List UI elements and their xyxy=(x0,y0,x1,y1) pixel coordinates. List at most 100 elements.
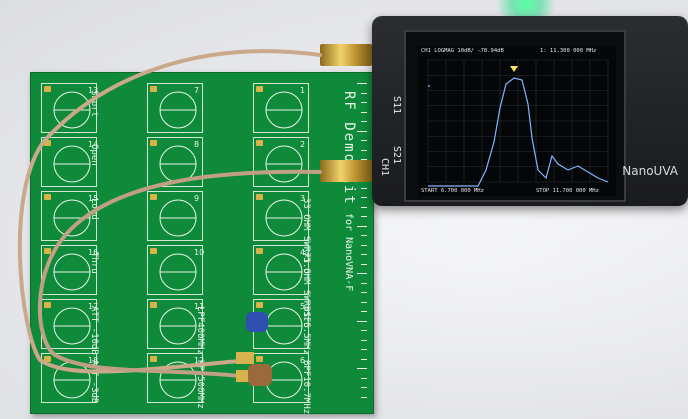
solder-pad xyxy=(44,194,51,200)
ruler-tick xyxy=(361,339,367,341)
board-cell: 1 xyxy=(253,83,309,133)
sma-connector-ch0[interactable] xyxy=(320,44,372,66)
cell-number: 6 xyxy=(300,356,306,365)
cell-number: 7 xyxy=(194,86,200,95)
solder-pad xyxy=(256,194,263,200)
ruler-tick xyxy=(361,149,367,151)
cell-number: 2 xyxy=(300,140,306,149)
cell-number: 16 xyxy=(88,248,99,257)
smith-chart-icon xyxy=(53,91,91,129)
ruler-tick xyxy=(361,301,367,303)
cell-number: 4 xyxy=(300,248,306,257)
capacitor-blue xyxy=(246,312,268,332)
solder-pad xyxy=(44,302,51,308)
ruler-tick xyxy=(361,111,367,113)
cell-number: 18 xyxy=(88,356,99,365)
board-cell: 10 xyxy=(147,245,204,295)
ruler-tick xyxy=(361,282,367,284)
ruler-tick xyxy=(361,197,367,198)
ruler-tick xyxy=(357,130,367,132)
ruler-tick xyxy=(361,292,367,293)
nanovna-device: CH1 LOGMAG 10dB/ -78.94dB 1: 11.300 000 … xyxy=(372,16,688,206)
cell-number: 3 xyxy=(300,194,306,203)
solder-pad xyxy=(150,86,157,92)
solder-pad xyxy=(150,356,157,362)
ruler-tick xyxy=(361,263,367,265)
ruler-tick xyxy=(361,330,367,331)
cell-number: 12 xyxy=(194,356,205,365)
ruler-tick xyxy=(361,244,367,246)
cell-number: 8 xyxy=(194,140,200,149)
solder-pad xyxy=(256,86,263,92)
ruler-tick xyxy=(361,92,367,94)
ruler-tick xyxy=(357,273,367,274)
cell-number: 11 xyxy=(194,302,205,311)
ruler-tick xyxy=(357,368,367,369)
marker-1-icon xyxy=(510,66,518,72)
cell-number: 5 xyxy=(300,302,306,311)
screen-footer-left: START 6.700 000 MHz xyxy=(421,188,484,194)
solder-pad xyxy=(256,356,263,362)
cable-ch1 xyxy=(37,169,322,378)
ruler-tick xyxy=(361,387,367,388)
smith-chart-icon xyxy=(265,145,303,183)
cell-number: 9 xyxy=(194,194,200,203)
ruler-tick xyxy=(361,235,367,236)
board-cell: 7 xyxy=(147,83,203,133)
smith-chart-icon xyxy=(159,199,197,237)
solder-pad xyxy=(256,248,263,254)
cable-ch0 xyxy=(17,49,322,374)
board-cell: 2 xyxy=(253,137,309,187)
ruler-tick xyxy=(361,206,367,208)
ruler-tick xyxy=(361,349,367,350)
smith-chart-icon xyxy=(265,199,303,237)
ruler-tick xyxy=(357,320,367,322)
ruler-tick xyxy=(361,159,367,160)
cell-number: 17 xyxy=(88,302,99,311)
cell-number: 1 xyxy=(300,86,306,95)
trace-plot xyxy=(427,59,609,187)
inductor-brown xyxy=(248,364,272,386)
smith-chart-icon xyxy=(159,253,197,291)
cell-number: 13 xyxy=(88,86,99,95)
cell-number: 15 xyxy=(88,194,99,203)
smith-chart-icon xyxy=(159,307,197,345)
s21-trace xyxy=(428,77,609,187)
solder-pad xyxy=(256,302,263,308)
smith-chart-icon xyxy=(159,361,197,399)
ruler-tick xyxy=(361,254,367,255)
led-glow xyxy=(486,0,566,18)
screen-bezel: CH1 LOGMAG 10dB/ -78.94dB 1: 11.300 000 … xyxy=(404,30,626,202)
vna-screen: CH1 LOGMAG 10dB/ -78.94dB 1: 11.300 000 … xyxy=(418,46,616,196)
solder-pad xyxy=(44,248,51,254)
ruler-tick xyxy=(357,225,367,227)
smith-chart-icon xyxy=(265,91,303,129)
ruler-tick xyxy=(361,187,367,189)
solder-pad xyxy=(44,140,51,146)
ruler-tick xyxy=(361,216,367,217)
screen-footer-right: STOP 11.700 000 MHz xyxy=(536,188,599,194)
smith-chart-icon xyxy=(53,253,91,291)
solder-pad xyxy=(44,86,51,92)
ruler-tick xyxy=(361,140,367,141)
ruler-tick xyxy=(361,377,367,379)
plot-grid xyxy=(427,59,609,183)
background-table xyxy=(372,206,688,419)
smith-chart-icon xyxy=(265,253,303,291)
cell-number: 14 xyxy=(88,140,99,149)
smith-chart-icon xyxy=(53,145,91,183)
solder-pad xyxy=(150,140,157,146)
solder-pad xyxy=(150,302,157,308)
device-brand: NanoUVA xyxy=(622,164,678,178)
screen-header-left: CH1 LOGMAG 10dB/ -78.94dB xyxy=(421,48,504,54)
ruler-tick xyxy=(357,83,367,84)
ruler-tick xyxy=(361,358,367,360)
sma-connector-ch1[interactable] xyxy=(320,160,372,182)
